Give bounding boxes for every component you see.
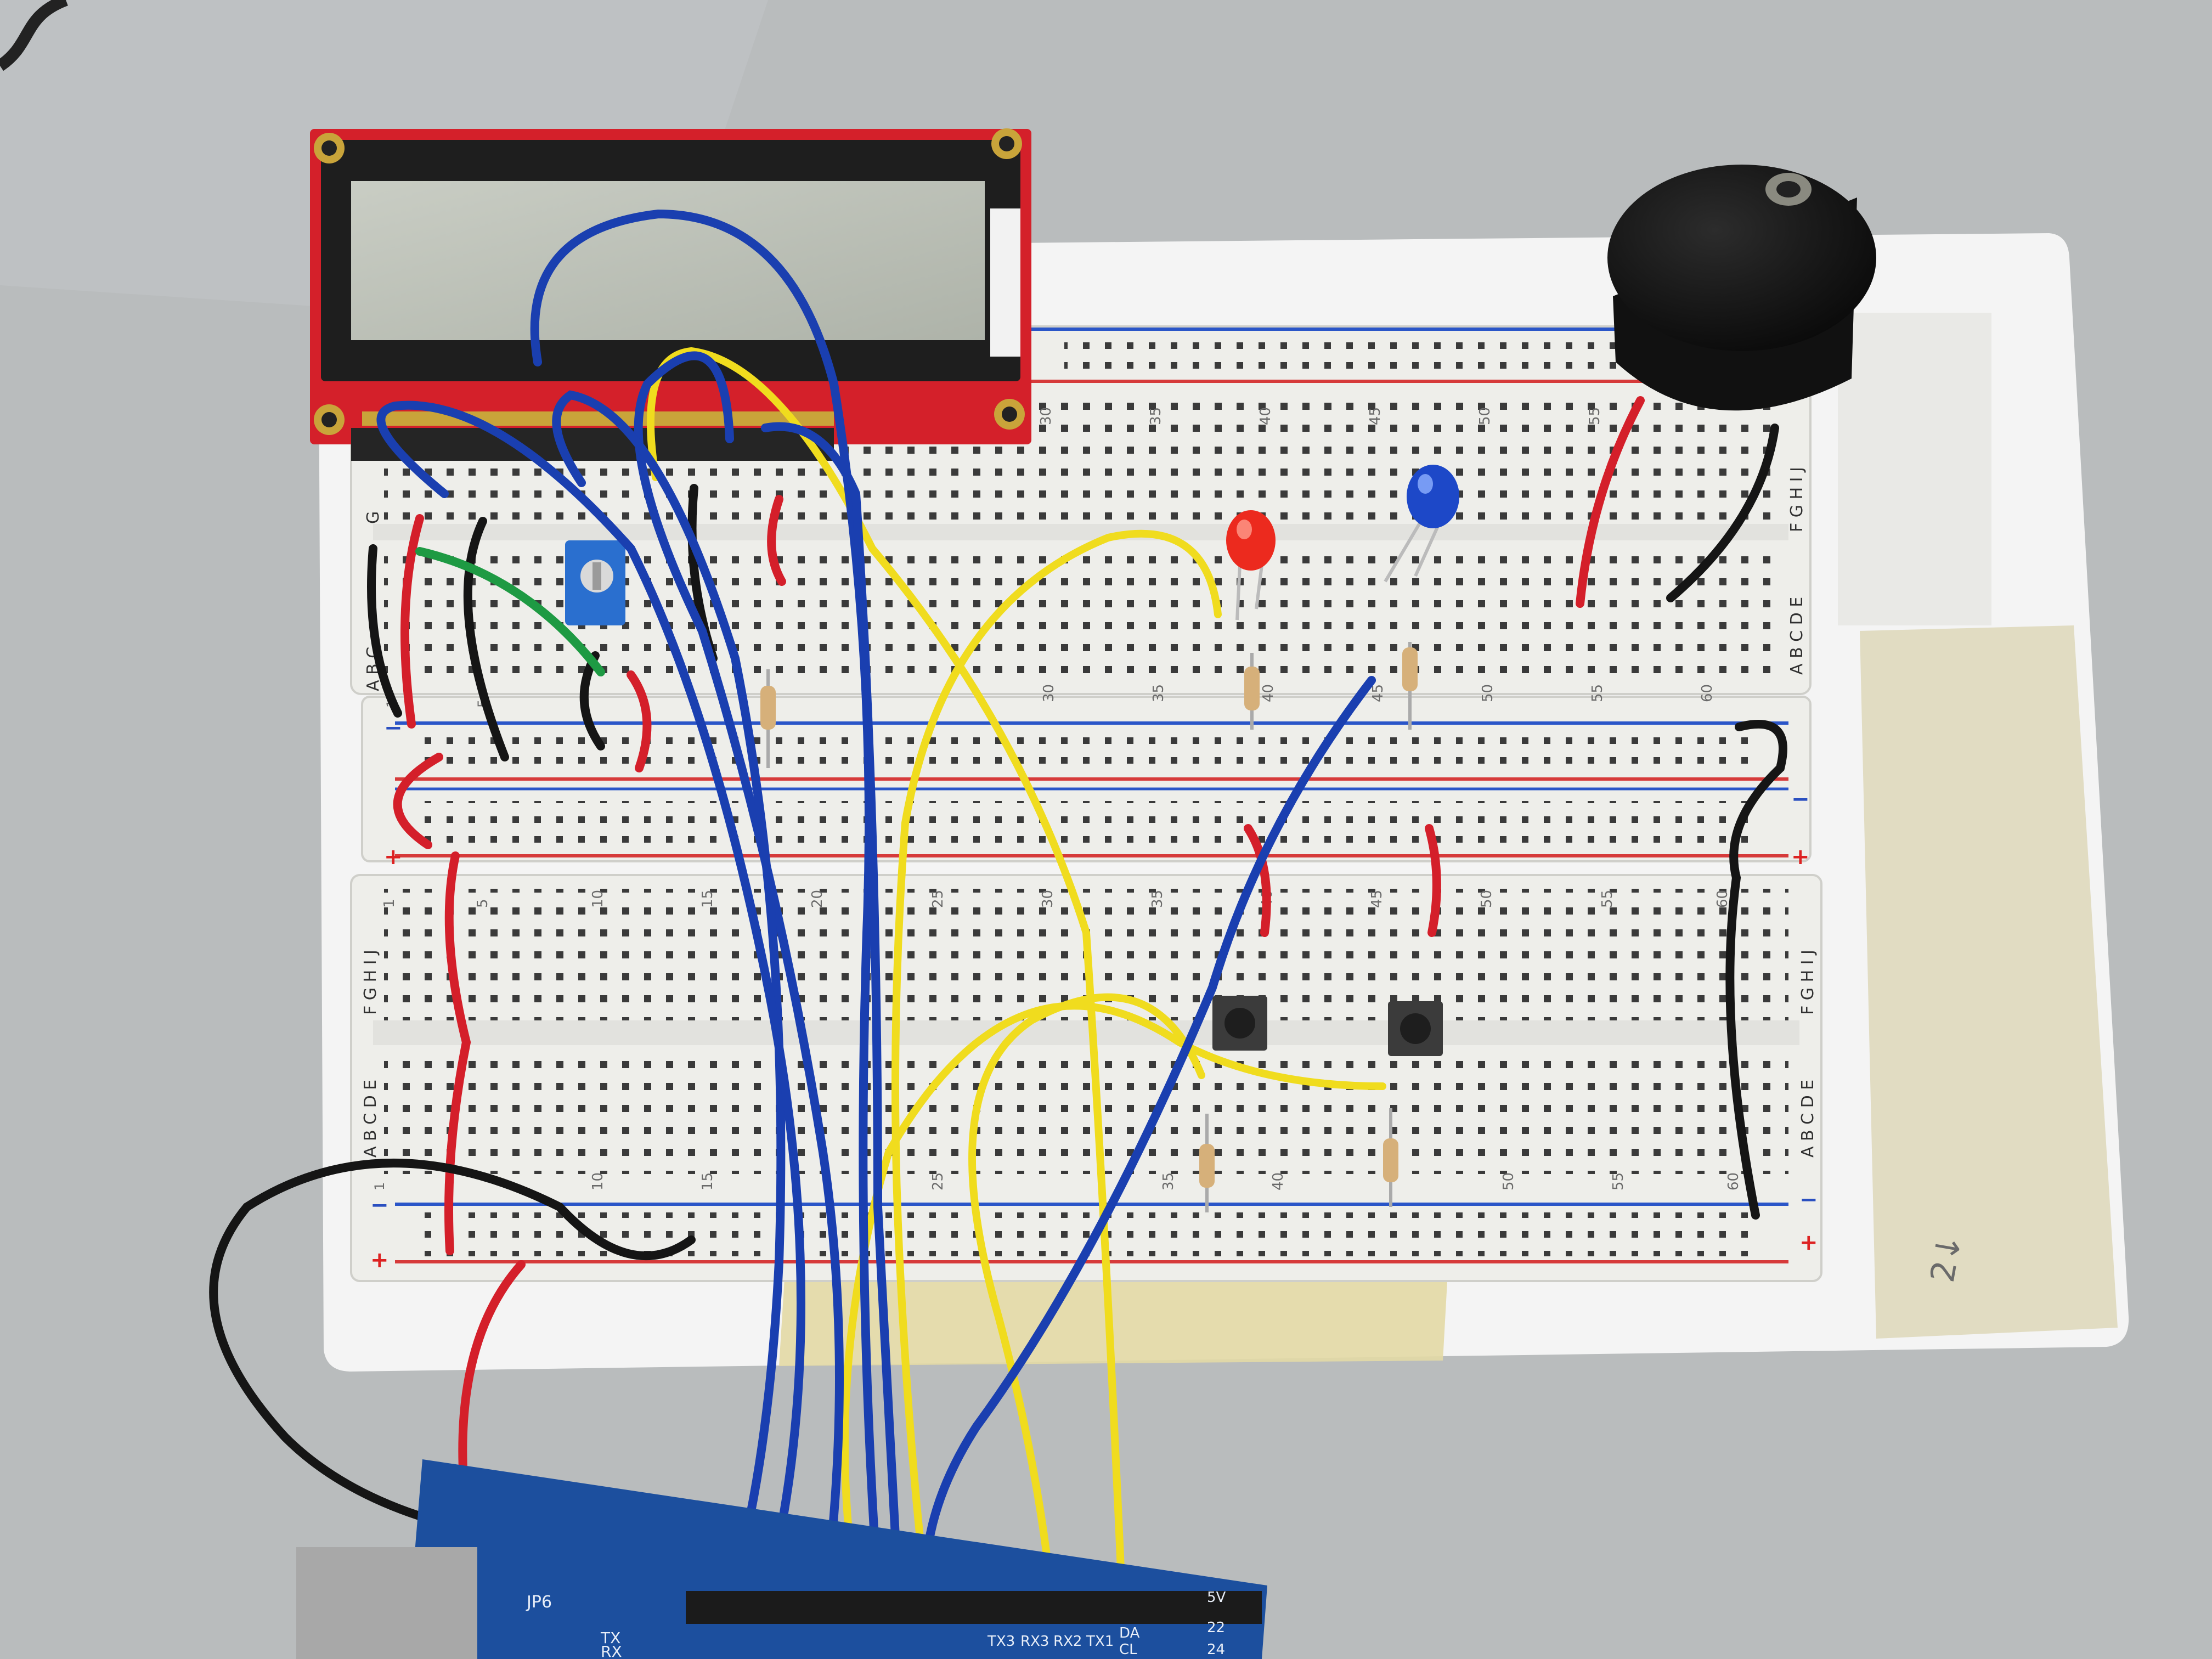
arduino-board: JP6 TX RX TX3 RX3 RX2 TX1 DA CL 5V 22 24 — [296, 1459, 1267, 1659]
svg-text:+: + — [370, 1248, 389, 1273]
svg-text:F G H I J: F G H I J — [361, 950, 380, 1015]
column-labels-lower-top: 1 5 10 15 20 25 30 35 40 45 50 55 60 — [381, 890, 1731, 908]
resistor — [1199, 1114, 1215, 1212]
svg-text:35: 35 — [1150, 684, 1167, 702]
svg-text:1: 1 — [381, 899, 398, 908]
svg-text:F G H I J: F G H I J — [1787, 467, 1807, 532]
svg-text:35: 35 — [1149, 890, 1166, 908]
svg-text:50: 50 — [1500, 1172, 1517, 1190]
svg-text:+: + — [384, 844, 403, 870]
svg-text:JP6: JP6 — [526, 1593, 552, 1612]
svg-text:30: 30 — [1041, 684, 1057, 702]
svg-text:+: + — [1791, 844, 1810, 870]
push-button — [1388, 1001, 1443, 1056]
svg-text:15: 15 — [699, 890, 716, 908]
svg-text:A B C D E: A B C D E — [1787, 597, 1807, 675]
svg-text:22: 22 — [1207, 1620, 1225, 1636]
rail-signs: + − + − + − + − — [370, 715, 1818, 1273]
svg-text:35: 35 — [1148, 407, 1164, 425]
buzzer — [1607, 165, 1876, 411]
svg-text:RX2: RX2 — [1053, 1633, 1082, 1650]
svg-text:30: 30 — [1040, 890, 1056, 908]
svg-text:50: 50 — [1480, 684, 1496, 702]
lcd-screen — [351, 181, 985, 340]
svg-text:55: 55 — [1599, 890, 1616, 908]
wires-black — [209, 424, 1787, 1551]
svg-text:TX3: TX3 — [987, 1633, 1015, 1650]
tape-top-right — [1838, 313, 1991, 625]
svg-text:60: 60 — [1725, 1172, 1742, 1190]
svg-text:15: 15 — [699, 1172, 716, 1190]
svg-text:G: G — [364, 511, 383, 524]
svg-text:60: 60 — [1699, 684, 1716, 702]
svg-text:50: 50 — [1477, 407, 1493, 425]
wires-blue — [376, 209, 1376, 1650]
tape-marking: 2↓ — [1923, 1231, 1970, 1285]
tape-right — [1860, 625, 2118, 1339]
svg-text:CL: CL — [1119, 1641, 1137, 1658]
svg-text:A B C D E: A B C D E — [1798, 1080, 1818, 1158]
resistor — [1383, 1108, 1398, 1207]
column-labels-top: 30 35 40 45 50 55 — [1038, 407, 1603, 425]
svg-text:−: − — [384, 715, 403, 741]
svg-text:40: 40 — [1257, 407, 1274, 425]
svg-text:40: 40 — [1260, 684, 1277, 702]
svg-text:10: 10 — [590, 1172, 606, 1190]
svg-text:5: 5 — [475, 899, 491, 908]
svg-text:35: 35 — [1160, 1172, 1177, 1190]
svg-text:50: 50 — [1479, 890, 1495, 908]
svg-text:30: 30 — [1038, 407, 1054, 425]
svg-text:RX: RX — [601, 1643, 622, 1659]
svg-text:F G H I J: F G H I J — [1798, 950, 1818, 1015]
svg-text:60: 60 — [1714, 890, 1731, 908]
potentiometer — [565, 540, 625, 625]
column-labels-mid: 30 35 40 45 50 55 60 — [1041, 684, 1716, 702]
svg-text:A B C D E: A B C D E — [361, 1080, 380, 1158]
lcd-module — [310, 128, 1031, 461]
svg-text:24: 24 — [1207, 1641, 1225, 1658]
svg-text:25: 25 — [930, 1172, 946, 1190]
wire-green — [415, 547, 605, 676]
svg-text:TX1: TX1 — [1086, 1633, 1114, 1650]
push-button — [1212, 996, 1267, 1051]
svg-text:25: 25 — [930, 890, 946, 908]
svg-text:10: 10 — [590, 890, 606, 908]
resistor — [1402, 642, 1418, 730]
svg-text:5V: 5V — [1207, 1589, 1226, 1606]
svg-text:−: − — [1791, 787, 1810, 812]
svg-text:20: 20 — [809, 890, 826, 908]
svg-text:40: 40 — [1270, 1172, 1286, 1190]
svg-text:−: − — [370, 1193, 389, 1218]
svg-text:−: − — [1799, 1187, 1818, 1212]
tape-bottom — [779, 1262, 1448, 1366]
svg-text:45: 45 — [1367, 407, 1384, 425]
svg-text:55: 55 — [1587, 407, 1603, 425]
led-blue — [1384, 465, 1459, 583]
svg-text:45: 45 — [1369, 890, 1385, 908]
led-red — [1226, 510, 1276, 620]
svg-text:TX: TX — [600, 1629, 620, 1647]
row-letters: F G H I J A B C D E F G H I J A B C D E … — [361, 467, 1818, 1190]
svg-text:RX3: RX3 — [1020, 1633, 1049, 1650]
resistor — [760, 669, 776, 768]
svg-text:+: + — [1799, 1230, 1818, 1255]
svg-text:55: 55 — [1610, 1172, 1627, 1190]
wires-yellow — [646, 347, 1386, 1659]
usb-port — [296, 1547, 477, 1659]
svg-text:55: 55 — [1589, 684, 1606, 702]
power-rails-middle — [361, 696, 1812, 862]
desk-cable — [0, 0, 69, 71]
svg-text:45: 45 — [1370, 684, 1386, 702]
svg-text:1: 1 — [372, 1182, 387, 1190]
svg-text:DA: DA — [1119, 1625, 1140, 1641]
column-labels-bottom: 10 15 25 35 40 50 55 60 — [590, 1172, 1742, 1190]
resistor — [1244, 653, 1260, 730]
